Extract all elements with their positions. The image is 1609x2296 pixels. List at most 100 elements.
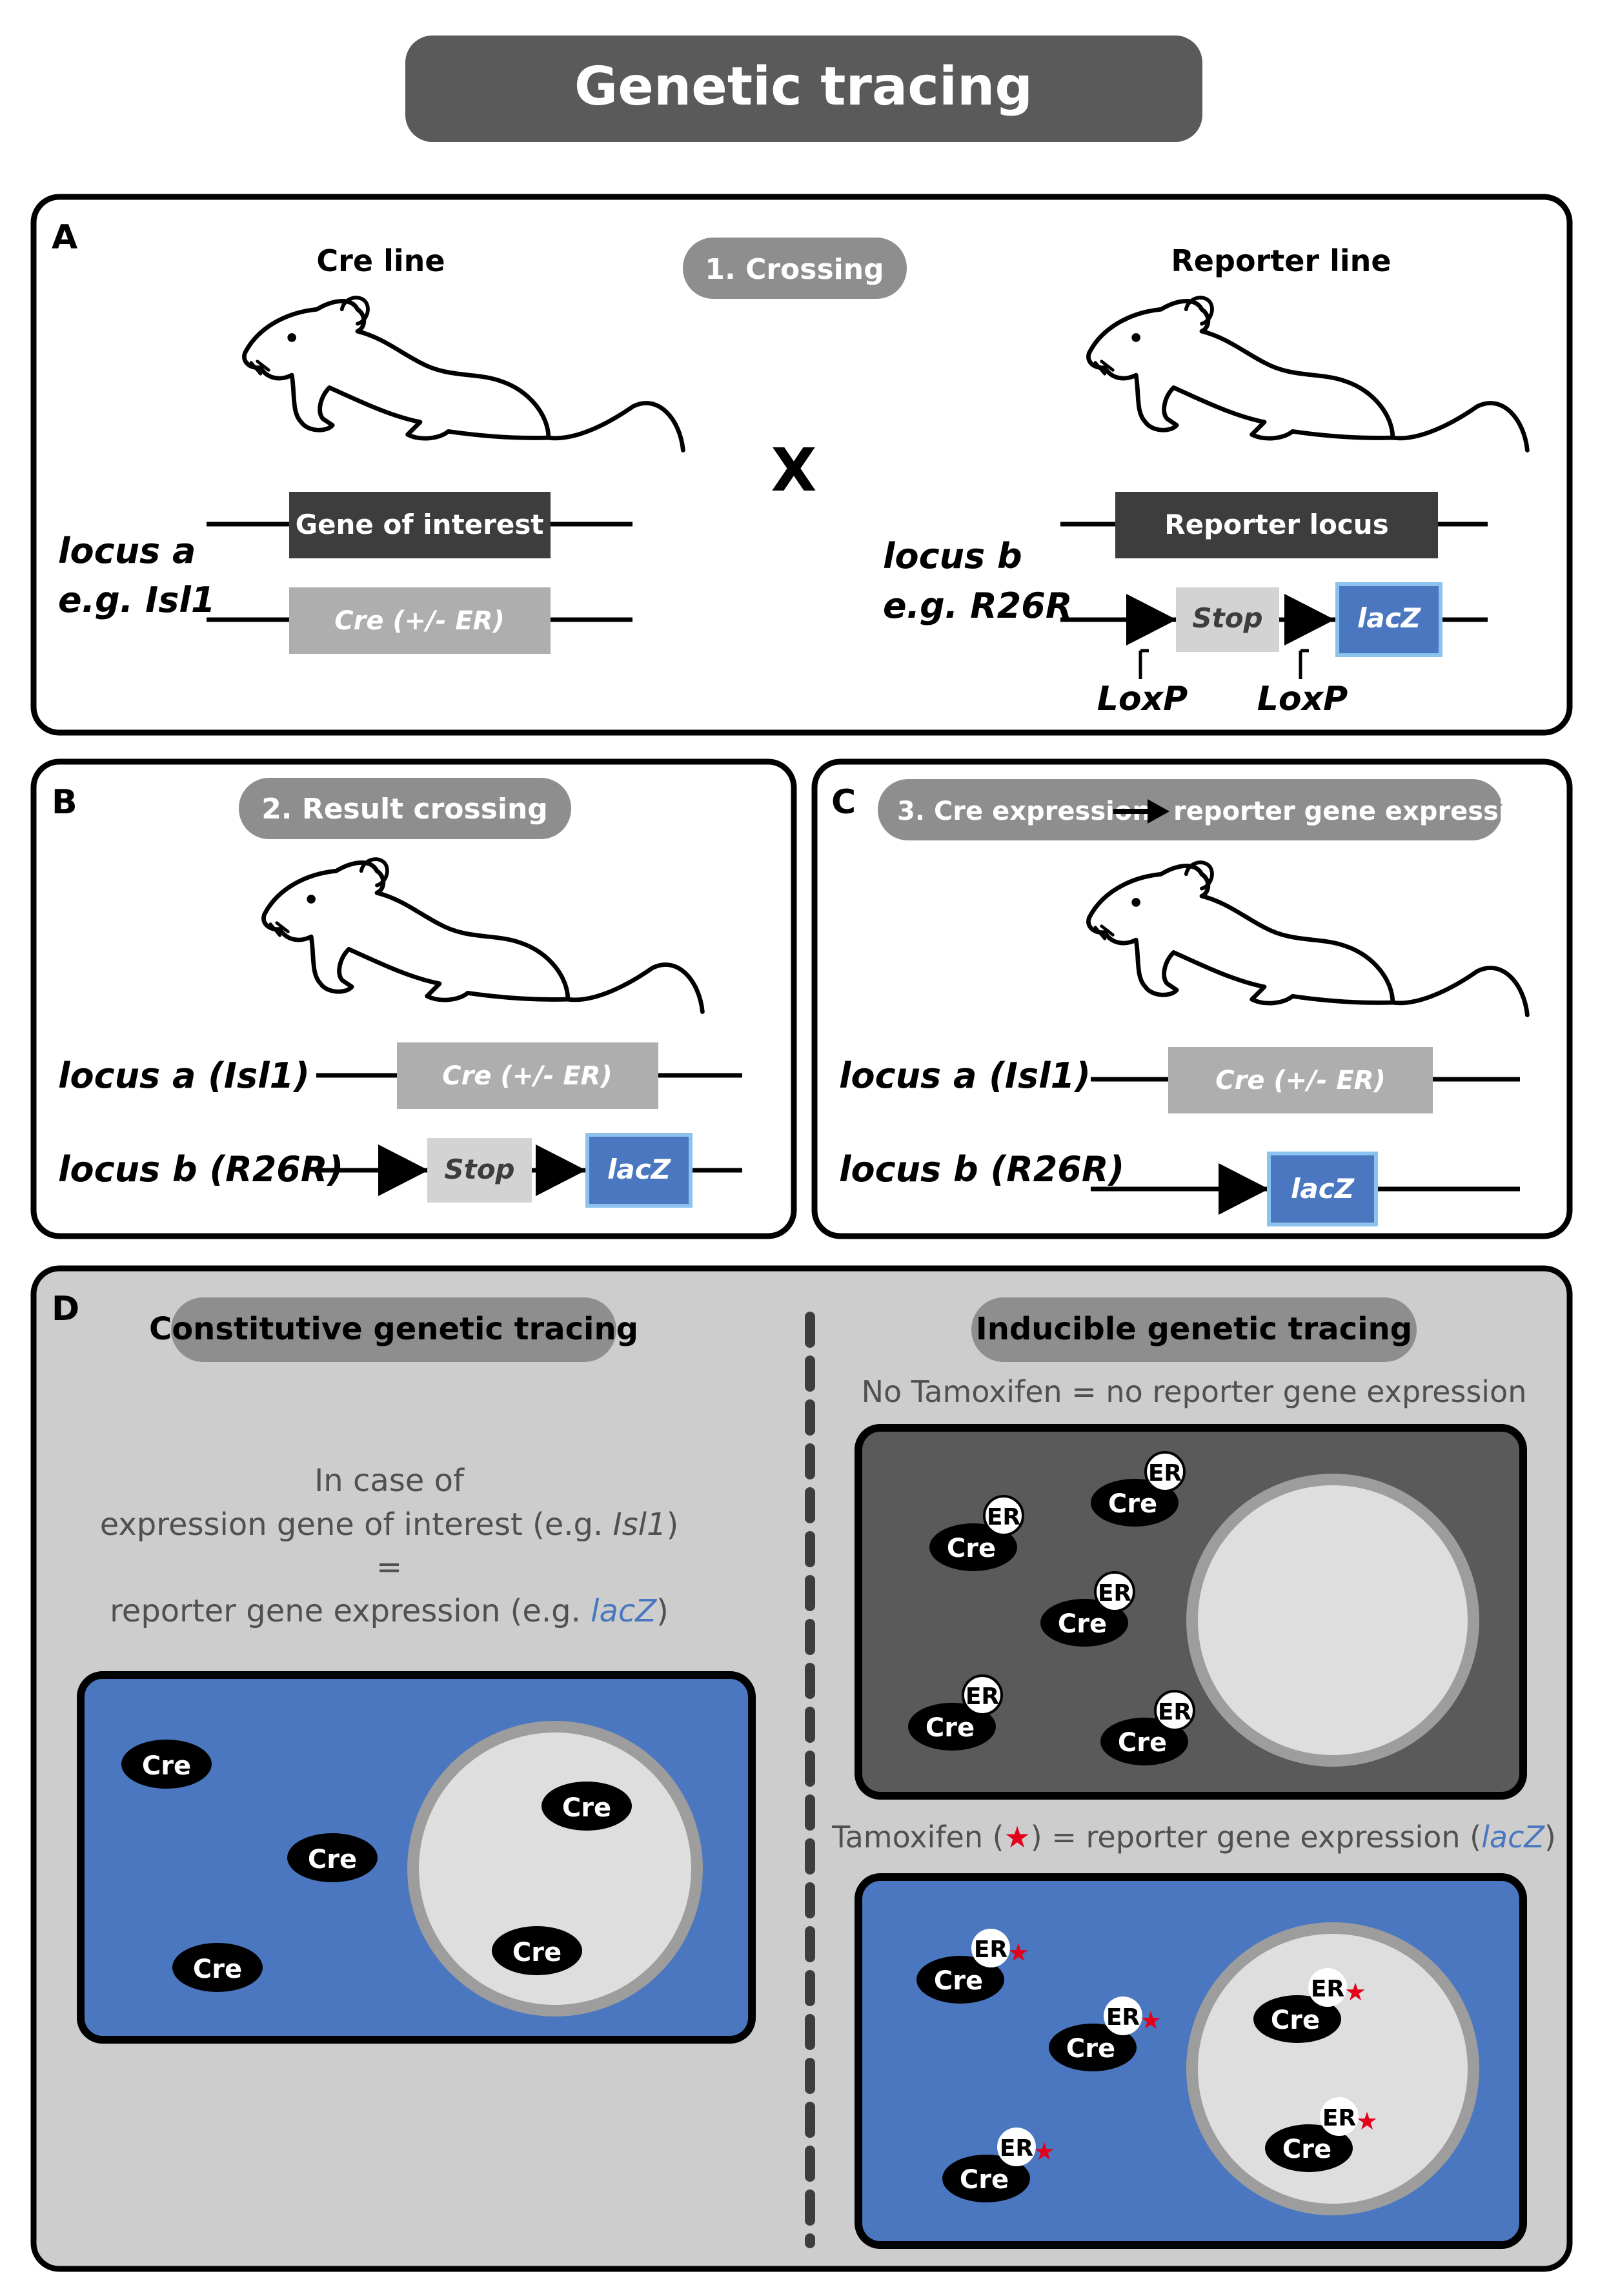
result-step-label: 2. Result crossing xyxy=(261,793,548,826)
constitutive-line-2: expression gene of interest (e.g. Isl1) xyxy=(100,1507,679,1543)
constitutive-line-1: In case of xyxy=(314,1463,465,1499)
svg-text:ER: ER xyxy=(1158,1699,1191,1725)
crossing-step-pill xyxy=(683,238,907,299)
tamoxifen-star-icon: ★ xyxy=(1033,2137,1055,2166)
svg-text:Cre: Cre xyxy=(1282,2135,1331,2164)
lacz-box-b xyxy=(585,1133,693,1208)
svg-text:Cre: Cre xyxy=(1058,1609,1107,1639)
cre-expression-arrow xyxy=(1113,799,1169,824)
cre-er-complex: Cre ER xyxy=(908,1674,1003,1751)
svg-text:Cre: Cre xyxy=(142,1751,191,1781)
svg-text:ER: ER xyxy=(1098,1580,1131,1607)
cre-line-label: Cre line xyxy=(316,243,445,278)
cre-er-tamoxifen-complex-nuclear: Cre ER ★ xyxy=(1265,2097,1378,2172)
constitutive-line-2-a: expression gene of interest (e.g. xyxy=(100,1507,613,1543)
cre-protein: Cre xyxy=(121,1740,212,1789)
constitutive-line-4-c: ) xyxy=(656,1593,669,1629)
panel-b-locus-b: locus b (R26R) xyxy=(58,1149,343,1190)
loxp-arrow-2 xyxy=(1284,594,1335,645)
gene-of-interest-box xyxy=(289,492,551,558)
cre-er-complex: Cre ER xyxy=(1091,1451,1186,1527)
cre-er-complex: Cre ER xyxy=(1040,1571,1135,1647)
stop-box-a xyxy=(1176,587,1279,652)
svg-text:ER: ER xyxy=(974,1936,1007,1963)
panel-c-locus-b: locus b (R26R) xyxy=(839,1149,1124,1190)
svg-text:ER: ER xyxy=(1000,2135,1033,2162)
panel-b-locus-a: locus a (Isl1) xyxy=(58,1055,310,1096)
reporter-line-label: Reporter line xyxy=(1171,243,1391,278)
cre-er-box-c xyxy=(1168,1047,1433,1113)
loxp-label-2: LoxP xyxy=(1257,680,1348,718)
svg-text:Cre: Cre xyxy=(512,1938,562,1967)
svg-text:ER: ER xyxy=(1106,2004,1140,2031)
svg-text:ER: ER xyxy=(1322,2105,1356,2131)
stop-box-b xyxy=(427,1138,532,1203)
cre-er-tamoxifen-complex-nuclear: Cre ER ★ xyxy=(1253,1968,1366,2043)
svg-text:Cre: Cre xyxy=(947,1534,996,1563)
svg-text:Cre: Cre xyxy=(1066,2034,1115,2064)
cre-er-complex: Cre ER xyxy=(929,1495,1024,1571)
page-title: Genetic tracing xyxy=(574,56,1033,117)
svg-text:ER: ER xyxy=(987,1504,1020,1530)
constitutive-line-2-c: ) xyxy=(667,1507,679,1543)
reporter-locus-box xyxy=(1115,492,1438,558)
cross-symbol: X xyxy=(771,436,817,505)
svg-text:Cre: Cre xyxy=(934,1966,983,1996)
panel-c xyxy=(811,758,1573,1239)
cre-er-tamoxifen-complex: Cre ER ★ xyxy=(916,1929,1029,2004)
panel-c-letter: C xyxy=(831,783,856,822)
cre-protein-nuclear: Cre xyxy=(492,1926,582,1975)
inducible-label: Inducible genetic tracing xyxy=(976,1311,1412,1347)
cre-er-complex: Cre ER xyxy=(1100,1690,1195,1765)
cre-er-label-b: Cre (+/- ER) xyxy=(442,1061,612,1091)
cre-er-label-c: Cre (+/- ER) xyxy=(1215,1066,1385,1095)
panel-b xyxy=(30,758,797,1239)
cre-expression-label: 3. Cre expression xyxy=(897,797,1151,826)
gene-of-interest-label: Gene of interest xyxy=(296,509,544,540)
loxp-label-1: LoxP xyxy=(1097,680,1188,718)
tamoxifen-star-icon: ★ xyxy=(1140,2006,1162,2035)
panel-a-letter: A xyxy=(52,218,77,257)
tamoxifen-nucleus xyxy=(1186,1922,1479,2215)
no-tamoxifen-caption: No Tamoxifen = no reporter gene expressi… xyxy=(862,1374,1527,1409)
cre-protein: Cre xyxy=(172,1943,263,1992)
loxp-arrow-1 xyxy=(1126,594,1177,645)
reporter-expression-label: reporter gene expression xyxy=(1173,797,1544,826)
svg-text:ER: ER xyxy=(1311,1976,1344,2002)
constitutive-line-4: reporter gene expression (e.g. lacZ) xyxy=(110,1593,669,1629)
result-step-pill xyxy=(239,778,571,839)
tamoxifen-caption-lacz: lacZ xyxy=(1481,1820,1545,1854)
cre-er-tamoxifen-complex: Cre ER ★ xyxy=(942,2128,1055,2202)
tamoxifen-caption-a: Tamoxifen ( xyxy=(831,1820,1004,1854)
cre-expression-step-pill xyxy=(878,779,1503,840)
lacz-box-a xyxy=(1335,582,1442,657)
no-tamoxifen-nucleus xyxy=(1186,1474,1479,1767)
cre-er-box-b xyxy=(397,1042,658,1109)
tamoxifen-star-icon: ★ xyxy=(1356,2107,1378,2135)
constitutive-line-2-isl1: Isl1 xyxy=(613,1507,667,1543)
svg-text:Cre: Cre xyxy=(926,1713,975,1743)
reporter-locus-label: Reporter locus xyxy=(1164,509,1388,540)
panel-c-loxp-arrow xyxy=(1219,1163,1269,1215)
locus-b-label: locus b xyxy=(883,536,1022,576)
svg-text:Cre: Cre xyxy=(1118,1728,1167,1758)
title-banner xyxy=(405,36,1202,142)
crossing-step-label: 1. Crossing xyxy=(705,253,884,286)
tamoxifen-caption-b: ) = reporter gene expression ( xyxy=(1031,1820,1481,1854)
lacz-label-a: lacZ xyxy=(1357,602,1422,634)
locus-b-example: e.g. R26R xyxy=(883,585,1072,626)
tamoxifen-caption-c: ) xyxy=(1544,1820,1556,1854)
panel-c-locus-a: locus a (Isl1) xyxy=(839,1055,1091,1096)
stop-label-a: Stop xyxy=(1192,602,1262,634)
cre-er-box-a xyxy=(289,587,551,654)
cre-er-tamoxifen-complex: Cre ER ★ xyxy=(1049,1996,1162,2071)
inducible-pill xyxy=(971,1297,1417,1362)
lacz-label-b: lacZ xyxy=(607,1153,672,1185)
svg-text:ER: ER xyxy=(1148,1460,1182,1487)
panel-b-loxp-arrow-1 xyxy=(378,1144,429,1196)
svg-text:Cre: Cre xyxy=(960,2165,1009,2195)
tamoxifen-star-icon: ★ xyxy=(1344,1978,1366,2006)
constitutive-line-4-lacz: lacZ xyxy=(591,1593,657,1629)
lacz-box-c xyxy=(1267,1152,1378,1226)
